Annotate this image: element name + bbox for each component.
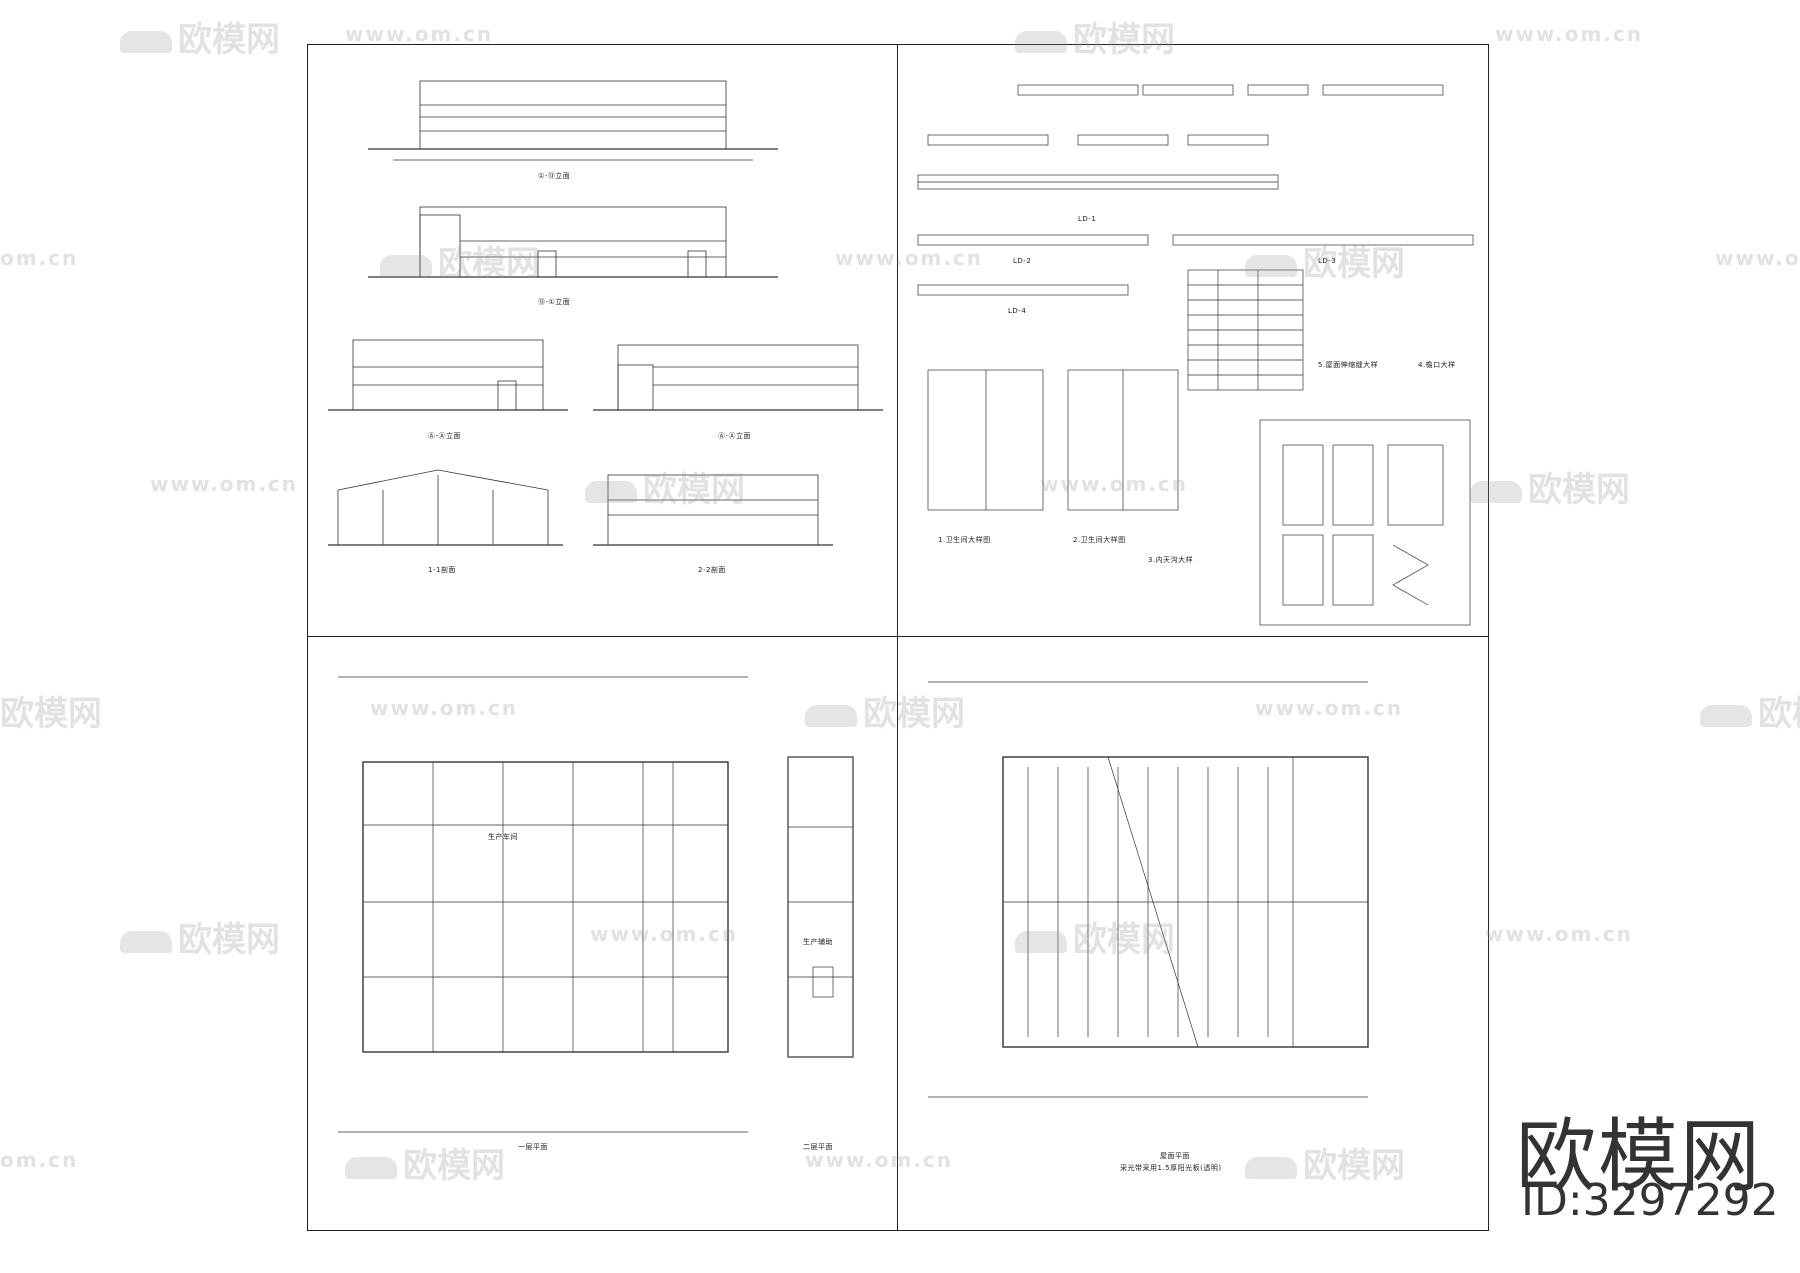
cloud-logo-icon — [120, 930, 172, 953]
watermark-url: www.om.cn — [345, 22, 494, 46]
elevations-drawing — [328, 80, 883, 546]
roof-plan-title: 屋面平面 — [1160, 1152, 1190, 1160]
toilet-detail-2-title: 2.卫生间大样图 — [1073, 536, 1126, 544]
watermark-logo: 欧模网 — [120, 12, 280, 61]
eave-detail-title: 4.檐口大样 — [1418, 361, 1456, 369]
brand-id: ID:3297292 — [1521, 1175, 1779, 1226]
ld4-label: LD-4 — [1008, 307, 1027, 315]
details-drawing — [917, 84, 1474, 626]
ld3-label: LD-3 — [1318, 257, 1337, 265]
watermark-logo: 欧模网 — [1470, 462, 1630, 511]
roof-plan-sheet: 屋面平面 采光带采用1.5厚阳光板(透明) — [897, 636, 1489, 1231]
elevation-4-title: Ⓐ-Ⓐ立面 — [718, 432, 752, 440]
watermark-url: www.om.cn — [1495, 22, 1644, 46]
section-1-title: 1-1剖面 — [428, 566, 456, 574]
brand-name: 欧模网 — [1516, 1110, 1762, 1203]
details-sheet: LD-1 LD-2 LD-3 LD-4 1.卫生间大样图 2.卫生间大样图 3.… — [897, 44, 1489, 638]
watermark-url: www.om.cn — [1715, 246, 1800, 270]
elevation-2-title: ⑬-①立面 — [538, 298, 571, 306]
expansion-joint-title: 5.屋面伸缩缝大样 — [1318, 361, 1379, 369]
workshop-label: 生产车间 — [488, 833, 518, 841]
watermark-url: om.cn — [0, 246, 79, 270]
ld1-label: LD-1 — [1078, 215, 1097, 223]
watermark-url: www.om.cn — [1485, 922, 1634, 946]
plan-2-title: 二层平面 — [803, 1143, 833, 1151]
section-2-title: 2-2剖面 — [698, 566, 726, 574]
elevation-3-title: Ⓐ-Ⓐ立面 — [428, 432, 462, 440]
roof-plan-note: 采光带采用1.5厚阳光板(透明) — [1120, 1164, 1222, 1172]
watermark-url: www.om.cn — [150, 472, 299, 496]
cloud-logo-icon — [1700, 704, 1752, 727]
watermark-logo: 欧模网 — [120, 912, 280, 961]
elevation-1-title: ①-⑬立面 — [538, 172, 571, 180]
gutter-detail-title: 3.内天沟大样 — [1148, 556, 1194, 564]
watermark-logo: 欧模网 — [1700, 686, 1800, 735]
watermark-url: om.cn — [0, 1148, 79, 1172]
toilet-detail-1-title: 1.卫生间大样图 — [938, 536, 991, 544]
plan-1-title: 一层平面 — [518, 1143, 548, 1151]
watermark-logo: 欧模网 — [0, 694, 102, 734]
cloud-logo-icon — [120, 30, 172, 53]
floor-plans-sheet: 生产车间 生产辅助 一层平面 二层平面 — [307, 636, 899, 1231]
floor-plans-drawing — [338, 676, 854, 1133]
elevations-sheet: ①-⑬立面 ⑬-①立面 Ⓐ-Ⓐ立面 Ⓐ-Ⓐ立面 1-1剖面 2-2剖面 — [307, 44, 899, 638]
office-label: 生产辅助 — [803, 938, 833, 946]
roof-plan-drawing — [928, 681, 1369, 1098]
ld2-label: LD-2 — [1013, 257, 1032, 265]
